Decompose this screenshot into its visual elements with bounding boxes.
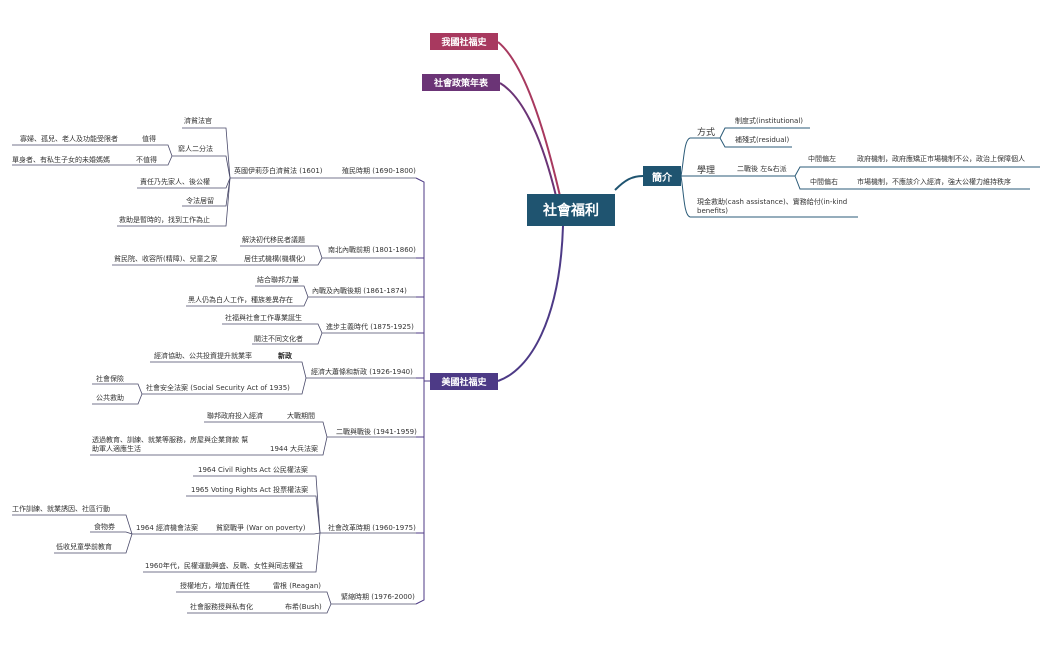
us-p1-item[interactable]: 救助是暫時的，找到工作為止 [119, 216, 210, 224]
intro-fangshi-item[interactable]: 制度式(institutional) [735, 117, 804, 125]
us-p2-item[interactable]: 居住式機構(機構化) [244, 255, 306, 263]
us-era-5[interactable]: 經濟大蕭條和新政 (1926-1940) [311, 368, 413, 376]
us-p7-item[interactable]: 1965 Voting Rights Act 投票權法案 [191, 486, 309, 494]
us-p1-item[interactable]: 值得 [142, 135, 156, 143]
intro-zhongjian-you[interactable]: 中間偏右 [810, 178, 838, 186]
us-p7-item[interactable]: 貧窮戰爭 (War on poverty) [216, 524, 306, 532]
intro-xueli[interactable]: 學理 [697, 166, 716, 176]
us-p2-item[interactable]: 貧民院、收容所(精障)、兒童之家 [114, 255, 218, 263]
us-p4-item[interactable]: 社福與社會工作專業誕生 [225, 314, 302, 322]
us-p1-item[interactable]: 濟貧法官 [184, 117, 212, 125]
us-era-8[interactable]: 緊縮時期 (1976-2000) [341, 593, 415, 601]
us-p1-item[interactable]: 不值得 [136, 156, 157, 164]
branch-label: 社會政策年表 [433, 79, 488, 89]
us-p1-item[interactable]: 令法居留 [186, 197, 214, 205]
branch-label: 簡介 [652, 172, 672, 184]
us-p1-item[interactable]: 寡婦、孤兒、老人及功能受限者 [20, 135, 118, 143]
intro-fangshi-item[interactable]: 補殘式(residual) [735, 136, 790, 144]
us-era-6[interactable]: 二戰與戰後 (1941-1959) [336, 428, 417, 436]
us-p7-item[interactable]: 低收兒童學前教育 [56, 543, 112, 551]
us-p5-xinzheng[interactable]: 新政 [278, 352, 292, 360]
us-p6-item[interactable]: 透過教育、訓練、就業等服務，房屋與企業貸款 幫助軍人適應生活 [92, 436, 249, 453]
us-p3-item[interactable]: 黑人仍為白人工作，種族差異存在 [188, 296, 293, 304]
us-p1-item[interactable]: 單身者、有私生子女的未婚媽媽 [12, 156, 110, 164]
us-era-1[interactable]: 殖民時期 (1690-1800) [342, 167, 416, 175]
branch-intro[interactable]: 簡介 [643, 166, 681, 186]
us-p6-item[interactable]: 大戰期間 [287, 412, 315, 420]
branch-label: 我國社福史 [441, 38, 487, 48]
us-p1-item[interactable]: 窮人二分法 [178, 145, 213, 153]
us-p7-item[interactable]: 工作訓練、就業誘因、社區行動 [12, 505, 110, 513]
us-era-7[interactable]: 社會改革時期 (1960-1975) [328, 524, 416, 532]
us-p8-item[interactable]: 布希(Bush) [285, 603, 322, 611]
us-p5-item[interactable]: 社會保險 [96, 375, 124, 383]
us-p5-ssa[interactable]: 社會安全法案 (Social Security Act of 1935) [146, 384, 290, 392]
us-era-4[interactable]: 進步主義時代 (1875-1925) [326, 323, 414, 331]
us-p8-item[interactable]: 社會服務授與私有化 [190, 603, 253, 611]
intro-erzhanhou[interactable]: 二戰後 左&右派 [737, 165, 787, 173]
us-p2-item[interactable]: 解決初代移民者議題 [242, 236, 305, 244]
branch-taiwan-history[interactable]: 我國社福史 [430, 33, 498, 50]
us-p7-item[interactable]: 1964 Civil Rights Act 公民權法案 [198, 466, 308, 474]
us-p7-item[interactable]: 1960年代，民權運動興盛、反戰、女性與同志權益 [145, 562, 303, 570]
us-p1-item[interactable]: 責任乃先家人、後公權 [140, 178, 210, 186]
us-p5-item[interactable]: 公共救助 [96, 394, 124, 402]
us-era-3[interactable]: 內戰及內戰後期 (1861-1874) [312, 287, 407, 295]
us-p4-item[interactable]: 關注不同文化者 [254, 335, 303, 343]
intro-xianjin[interactable]: 現金救助(cash assistance)、實務給付(in-kind benef… [697, 198, 848, 215]
us-p5-item[interactable]: 經濟協助、公共投資提升就業率 [154, 352, 252, 360]
us-p6-item[interactable]: 1944 大兵法案 [270, 445, 319, 453]
intro-zhongjian-zuo[interactable]: 中間偏左 [808, 155, 836, 163]
us-p7-item[interactable]: 1964 經濟機會法案 [136, 524, 199, 532]
us-era-2[interactable]: 南北內戰前期 (1801-1860) [328, 246, 416, 254]
us-p8-item[interactable]: 雷根 (Reagan) [273, 582, 322, 590]
root-node[interactable]: 社會福利 [527, 194, 615, 226]
branch-label: 美國社福史 [441, 378, 487, 388]
intro-fangshi[interactable]: 方式 [697, 128, 716, 138]
us-p7-item[interactable]: 食物券 [94, 523, 115, 531]
us-p1-law[interactable]: 英國伊莉莎白濟貧法 (1601) [234, 167, 323, 175]
branch-policy-timeline[interactable]: 社會政策年表 [422, 74, 500, 91]
us-p6-item[interactable]: 聯邦政府投入經濟 [207, 412, 263, 420]
us-p8-item[interactable]: 授權地方，增加責任性 [180, 582, 250, 590]
intro-zhongjian-you-desc[interactable]: 市場機制，不應該介入經濟，強大公權力維持秩序 [857, 178, 1011, 186]
intro-zhongjian-zuo-desc[interactable]: 政府機制，政府應矯正市場機制不公，政治上保障個人 [857, 155, 1025, 163]
us-p3-item[interactable]: 結合聯邦力量 [257, 276, 299, 284]
branch-us-history[interactable]: 美國社福史 [430, 373, 498, 390]
root-label: 社會福利 [543, 203, 599, 219]
